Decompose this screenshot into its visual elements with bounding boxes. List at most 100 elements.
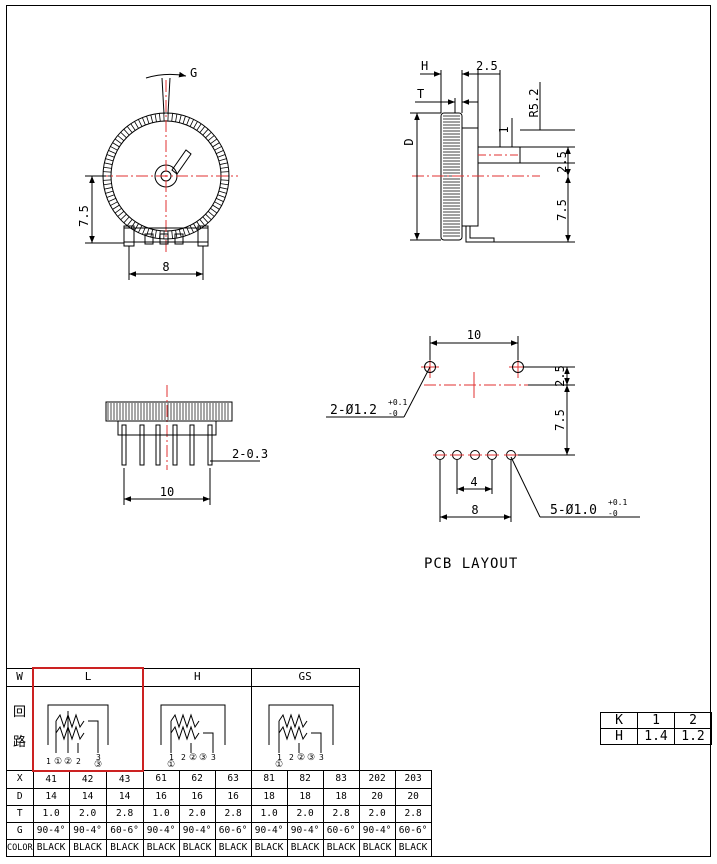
spec-cell: 18 [322, 787, 360, 806]
spec-cell: 90-4° [178, 821, 216, 840]
knurl-tooth [110, 146, 118, 151]
h-val-1: 1.4 [637, 728, 675, 745]
dim-h: H [421, 59, 428, 73]
spec-cell: 62 [178, 770, 216, 789]
spec-cell: 16 [142, 787, 180, 806]
pcb-layout [326, 336, 640, 522]
knurl-tooth [171, 113, 173, 122]
spec-cell: BLACK [286, 838, 324, 857]
knurl-tooth [219, 187, 228, 190]
knurl-tooth [210, 138, 218, 144]
knurl-tooth [220, 183, 229, 186]
row-label: G [6, 821, 34, 840]
knurl-tooth [220, 171, 229, 173]
spec-cell: 14 [68, 787, 107, 806]
pin-h-c2: ② [189, 753, 197, 763]
spec-cell: 18 [286, 787, 324, 806]
spec-cell: BLACK [32, 838, 70, 857]
knurl-tooth [120, 131, 127, 139]
knurl-tooth [106, 154, 115, 158]
pin-gs-1: 1 [277, 753, 282, 762]
circuit-char-1: 回 [13, 705, 27, 721]
knurl-tooth [199, 219, 206, 226]
schematic-h: 1 2 ② ③ 3 ① [160, 704, 226, 770]
spec-cell: 1.0 [250, 804, 288, 823]
circuit-l: 1 ① ② 2 3 ③ [32, 685, 145, 772]
dim-8-front: 8 [162, 260, 169, 274]
spec-cell: 14 [105, 787, 144, 806]
spec-cell: 2.0 [68, 804, 107, 823]
spec-cell: 60-6° [394, 821, 432, 840]
dim-r5-2: R5.2 [527, 89, 541, 118]
knurl-tooth [175, 113, 178, 122]
mount-hole [424, 361, 436, 373]
pin-gs-3: 3 [319, 753, 324, 762]
spec-cell: 43 [105, 770, 144, 789]
circuit-char-2: 路 [13, 735, 27, 751]
knurl-tooth [189, 225, 194, 233]
dim-7-5-side: 7.5 [555, 199, 569, 221]
group-h: H [142, 667, 252, 687]
pin-l-c1: ① [54, 757, 62, 767]
hole-small-spec: 5-Ø1.0 [550, 503, 597, 518]
knurl-tooth [220, 166, 229, 169]
group-gs: GS [250, 667, 360, 687]
knurl-teeth [103, 113, 229, 239]
k-val-2: 2 [674, 712, 712, 729]
group-l: L [32, 667, 145, 687]
knurl-tooth [123, 128, 130, 136]
spec-cell: 41 [32, 770, 70, 789]
spec-cell: 2.8 [105, 804, 144, 823]
row-label: T [6, 804, 34, 823]
knurl-tooth [146, 228, 150, 237]
knurl-tooth [212, 204, 220, 210]
spec-cell: BLACK [322, 838, 360, 857]
dim-10-pcb: 10 [467, 328, 481, 342]
knurl-tooth [178, 229, 182, 238]
dim-2-5-top: 2.5 [476, 59, 498, 73]
bottom-view [105, 385, 260, 505]
spec-cell: 90-4° [250, 821, 288, 840]
knurl-tooth [205, 131, 212, 139]
knurl-tooth [103, 166, 112, 169]
knurl-tooth [138, 119, 143, 127]
spec-cell: 90-4° [286, 821, 324, 840]
pin-gs-c1: ① [275, 760, 283, 767]
pin-l-3: 3 [96, 753, 101, 762]
spec-cell: 90-4° [68, 821, 107, 840]
knurl-tooth [150, 229, 154, 238]
knurl-tooth [114, 138, 122, 144]
spec-cell: 2.8 [394, 804, 432, 823]
circuit-h: 1 2 ② ③ 3 ① [142, 685, 252, 771]
spec-cell: 60-6° [322, 821, 360, 840]
knurl-tooth [196, 123, 202, 131]
knurl-tooth [126, 219, 133, 226]
knurl-tooth [199, 126, 206, 133]
knurl-tooth [105, 158, 114, 162]
knurl-tooth [182, 115, 186, 124]
side-terminal [465, 226, 495, 243]
knurl-tooth [146, 115, 150, 124]
spec-cell: 42 [68, 770, 107, 789]
knurl-tooth [219, 162, 228, 165]
spec-cell: 2.0 [178, 804, 216, 823]
knurl-tooth [106, 194, 115, 198]
spec-cell: BLACK [358, 838, 396, 857]
dim-t: T [417, 87, 424, 101]
knurl-tooth [207, 211, 215, 217]
spec-cell: BLACK [178, 838, 216, 857]
spec-cell: 20 [358, 787, 396, 806]
knurl-tooth [193, 223, 198, 231]
terminal-pin [207, 424, 213, 466]
knurl-tooth [110, 201, 118, 206]
k-h-table: K 1 2 H 1.4 1.2 [600, 712, 712, 745]
row-label: D [6, 787, 34, 806]
knurl-tooth [212, 142, 220, 148]
spec-cell: 82 [286, 770, 324, 789]
pin-h-2: 2 [181, 753, 186, 762]
hole-small-tol: +0.1 [608, 498, 627, 507]
